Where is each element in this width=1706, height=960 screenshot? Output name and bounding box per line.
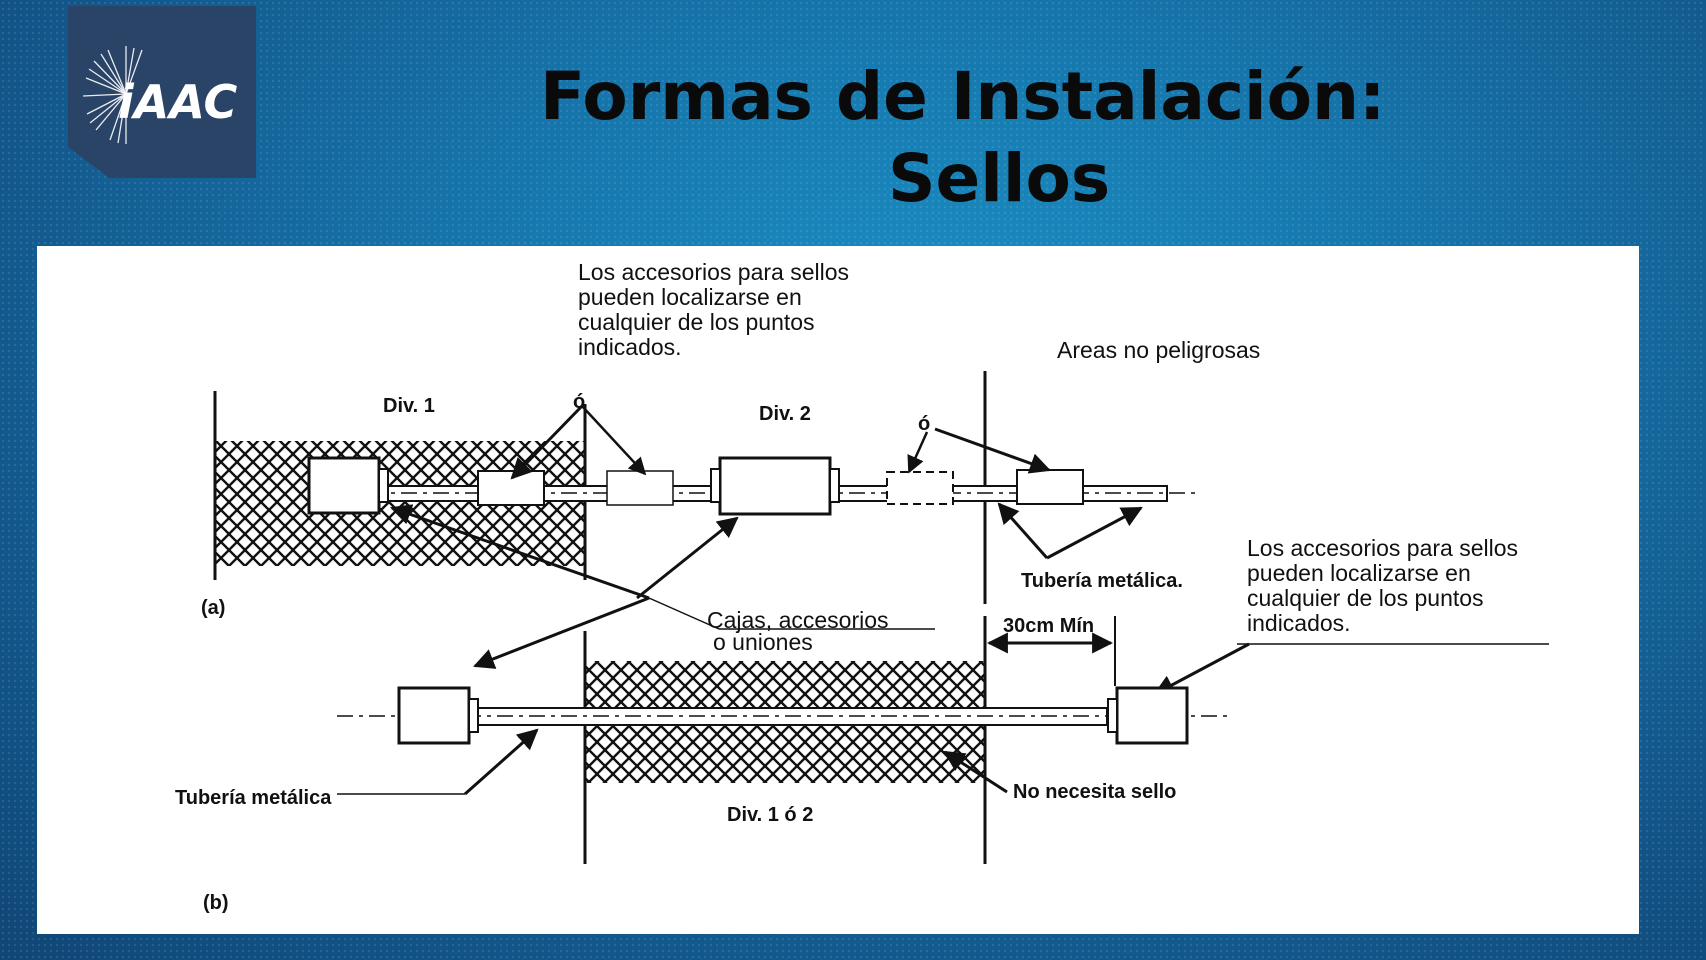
box-b-right — [1115, 686, 1189, 745]
slide-title-line2: Sellos — [888, 140, 1111, 217]
slide-title: Formas de Instalación: Sellos — [540, 56, 1440, 220]
note-top-line2: pueden localizarse en — [578, 284, 802, 310]
label-div2: Div. 2 — [759, 403, 811, 425]
label-div1o2: Div. 1 ó 2 — [727, 804, 813, 826]
label-b: (b) — [203, 892, 229, 914]
label-a: (a) — [201, 597, 225, 619]
box-b-right-hub — [1107, 698, 1118, 733]
note-top-line3: cualquier de los puntos — [578, 309, 815, 335]
arrow-o1-right — [581, 405, 647, 476]
arrow-cajas-box-div2 — [636, 516, 739, 600]
box-div1-hub — [378, 468, 389, 503]
logo-starburst — [82, 46, 143, 144]
box-div1 — [307, 456, 381, 515]
arrow-no-necesita-sello — [943, 750, 1008, 794]
slide-title-line1: Formas de Instalación: — [540, 58, 1386, 135]
arrow-tuberia-a-left — [997, 502, 1049, 559]
box-div2 — [718, 456, 832, 516]
arrow-cajas-box-div1 — [390, 504, 650, 600]
label-areas-no-peligrosas: Areas no peligrosas — [1057, 337, 1260, 363]
logo-icon: iAAC — [82, 46, 238, 144]
label-no-necesita-sello: No necesita sello — [1013, 781, 1176, 803]
note-right-line1: Los accesorios para sellos — [1247, 535, 1518, 561]
label-o-2: ó — [918, 413, 930, 435]
leader-cajas — [648, 597, 720, 630]
arrow-cajas-box-b — [473, 596, 650, 669]
arrow-tuberia-a-right — [1046, 506, 1143, 560]
label-tuberia-bottom: Tubería metálica — [175, 787, 332, 809]
label-cajas-line1: Cajas, accesorios — [707, 607, 889, 633]
box-div2-hub-left — [710, 468, 721, 503]
label-o-1: ó — [573, 391, 585, 413]
label-tuberia-top: Tubería metálica. — [1021, 570, 1183, 592]
box-b-left-hub — [468, 698, 479, 733]
box-b-left — [397, 686, 471, 745]
label-cajas-line2: o uniones — [713, 629, 813, 655]
note-right-line4: indicados. — [1247, 610, 1351, 636]
diagram-figure: Los accesorios para sellos pueden locali… — [37, 246, 1639, 934]
note-right-line2: pueden localizarse en — [1247, 560, 1471, 586]
seal-fitting-2 — [606, 470, 674, 506]
seal-installation-diagram: Los accesorios para sellos pueden locali… — [175, 259, 1549, 914]
logo-panel: iAAC — [68, 6, 256, 178]
arrow-o2-left — [907, 431, 929, 474]
label-dimension: 30cm Mín — [1003, 615, 1094, 637]
seal-fitting-3 — [886, 471, 954, 505]
arrow-tuberia-b — [464, 728, 539, 796]
seal-fitting-1 — [477, 470, 545, 506]
box-div2-hub-right — [829, 468, 840, 503]
note-top-line1: Los accesorios para sellos — [578, 259, 849, 285]
logo-text: iAAC — [118, 75, 238, 129]
arrow-o1-left — [510, 404, 584, 480]
note-right-line3: cualquier de los puntos — [1247, 585, 1484, 611]
note-top-line4: indicados. — [578, 334, 682, 360]
seal-fitting-4 — [1016, 469, 1084, 505]
label-div1: Div. 1 — [383, 395, 435, 417]
arrow-o2-right — [934, 427, 1051, 474]
arrow-note-right — [1153, 642, 1250, 696]
